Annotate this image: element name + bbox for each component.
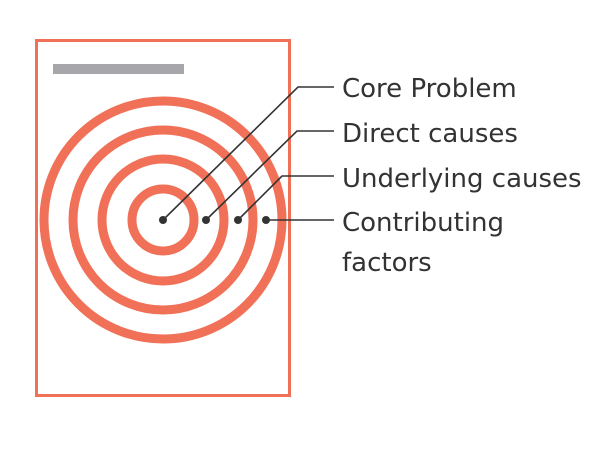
endpoint-dots bbox=[159, 216, 270, 224]
leader-line-underlying-causes bbox=[237, 175, 334, 221]
title-placeholder-bar bbox=[53, 64, 184, 74]
leader-lines bbox=[162, 86, 334, 221]
dot-core-problem bbox=[159, 216, 167, 224]
leader-line-core-problem bbox=[162, 86, 334, 221]
label-core-problem: Core Problem bbox=[342, 74, 517, 104]
leader-line-direct-causes bbox=[205, 130, 334, 221]
dot-contributing-factors bbox=[262, 216, 270, 224]
card-frame bbox=[35, 39, 291, 397]
dot-underlying-causes bbox=[234, 216, 242, 224]
ring-direct-causes bbox=[97, 154, 229, 286]
label-contributing: Contributing bbox=[342, 208, 504, 238]
labels: Core Problem Direct causes Underlying ca… bbox=[342, 74, 582, 278]
label-factors: factors bbox=[342, 248, 432, 278]
dot-direct-causes bbox=[202, 216, 210, 224]
ring-core-problem bbox=[127, 184, 199, 256]
label-underlying-causes: Underlying causes bbox=[342, 164, 582, 194]
ring-underlying-causes bbox=[68, 125, 258, 315]
label-direct-causes: Direct causes bbox=[342, 119, 518, 149]
